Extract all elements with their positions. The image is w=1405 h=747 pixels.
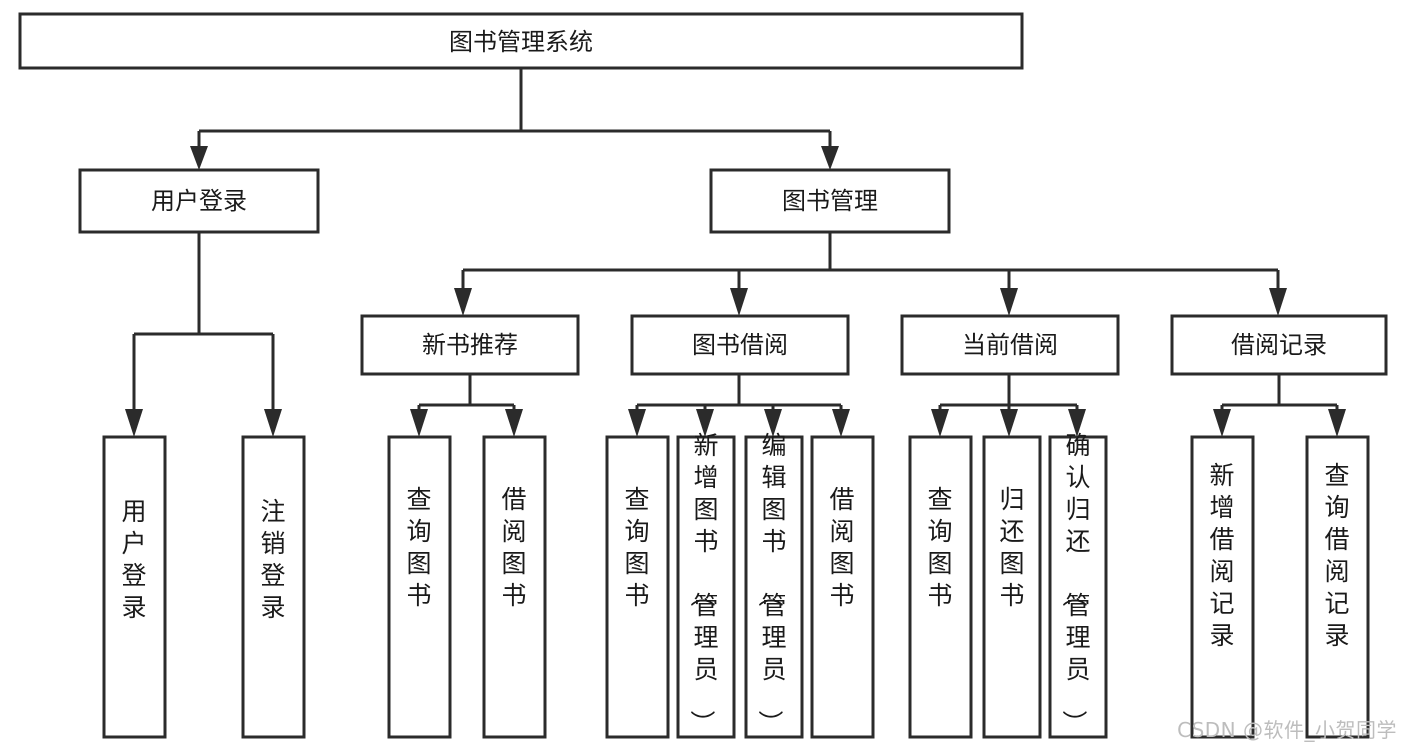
leaf-bookborrow-borrow-book-box: [810, 435, 875, 739]
leaf-newbook-borrow-book-label: 借阅图书: [501, 485, 526, 610]
leaf-currentborrow-query-book-label: 查询图书: [927, 485, 952, 610]
node-user-login[interactable]: 用户登录: [78, 168, 320, 234]
node-current-borrow[interactable]: 当前借阅: [900, 314, 1120, 376]
arrow-bookborrow-leaf-1: [628, 409, 646, 437]
leaf-borrowrecord-query-record-box: [1305, 435, 1370, 739]
node-root-system-box: [18, 12, 1024, 70]
leaf-borrowrecord-query-record[interactable]: 查询借阅记录: [1305, 435, 1370, 739]
arrow-to-book-manage: [821, 146, 839, 170]
node-current-borrow-box: [900, 314, 1120, 376]
arrow-to-borrow-record: [1269, 288, 1287, 316]
arrow-to-book-borrow: [730, 288, 748, 316]
node-book-manage[interactable]: 图书管理: [709, 168, 951, 234]
leaf-user-login-label: 用户登录: [121, 497, 146, 622]
leaf-bookborrow-edit-book[interactable]: 编辑图书（管理员）: [744, 431, 804, 739]
leaf-bookborrow-query-book-label: 查询图书: [624, 485, 649, 610]
arrow-newbook-leaf-2: [505, 409, 523, 437]
leaf-bookborrow-add-book-label: 新增图书（管理员）: [687, 431, 718, 735]
leaf-currentborrow-confirm-return-label: 确认归还（管理员）: [1059, 431, 1090, 735]
arrow-currentborrow-leaf-2: [1000, 409, 1018, 437]
arrow-borrowrecord-leaf-2: [1328, 409, 1346, 437]
node-root-system[interactable]: 图书管理系统: [18, 12, 1024, 70]
node-book-manage-label: 图书管理: [782, 187, 878, 215]
node-new-book-recommend-label: 新书推荐: [422, 331, 518, 359]
arrow-to-new-book: [454, 288, 472, 316]
leaf-bookborrow-query-book-box: [605, 435, 670, 739]
arrow-bookborrow-leaf-3: [764, 409, 782, 437]
leaf-logout-box: [241, 435, 306, 739]
leaf-newbook-query-book-box: [387, 435, 452, 739]
node-borrow-record-label: 借阅记录: [1231, 331, 1327, 359]
node-current-borrow-label: 当前借阅: [962, 331, 1058, 359]
leaf-borrowrecord-add-record-label: 新增借阅记录: [1209, 461, 1234, 650]
leaf-bookborrow-borrow-book-label: 借阅图书: [829, 485, 854, 610]
leaf-bookborrow-edit-book-box: [744, 435, 804, 739]
leaf-newbook-borrow-book[interactable]: 借阅图书: [482, 435, 547, 739]
arrow-bookborrow-leaf-4: [832, 409, 850, 437]
leaf-user-login[interactable]: 用户登录: [102, 435, 167, 739]
csdn-watermark: CSDN @软件_小贺同学: [1177, 718, 1397, 742]
leaf-logout[interactable]: 注销登录: [241, 435, 306, 739]
arrow-to-user-login: [190, 146, 208, 170]
leaf-newbook-query-book[interactable]: 查询图书: [387, 435, 452, 739]
node-root-system-label: 图书管理系统: [449, 28, 593, 56]
node-book-borrow-box: [630, 314, 850, 376]
node-new-book-recommend[interactable]: 新书推荐: [360, 314, 580, 376]
node-new-book-recommend-box: [360, 314, 580, 376]
connector-layer: [125, 68, 1346, 437]
arrow-currentborrow-leaf-1: [931, 409, 949, 437]
node-book-borrow-label: 图书借阅: [692, 331, 788, 359]
node-book-borrow[interactable]: 图书借阅: [630, 314, 850, 376]
leaf-borrowrecord-add-record[interactable]: 新增借阅记录: [1190, 435, 1255, 739]
leaf-borrowrecord-query-record-label: 查询借阅记录: [1324, 461, 1349, 650]
leaf-bookborrow-add-book-box: [676, 435, 736, 739]
leaf-currentborrow-return-book-box: [982, 435, 1042, 739]
leaf-currentborrow-return-book-label: 归还图书: [999, 485, 1024, 610]
arrow-currentborrow-leaf-3: [1068, 409, 1086, 437]
leaf-bookborrow-query-book[interactable]: 查询图书: [605, 435, 670, 739]
leaf-bookborrow-add-book[interactable]: 新增图书（管理员）: [676, 431, 736, 739]
arrow-to-current-borrow: [1000, 288, 1018, 316]
node-borrow-record[interactable]: 借阅记录: [1170, 314, 1388, 376]
arrow-newbook-leaf-1: [410, 409, 428, 437]
arrow-leaf-user-login: [125, 409, 143, 437]
leaf-user-login-box: [102, 435, 167, 739]
leaf-bookborrow-edit-book-label: 编辑图书（管理员）: [755, 431, 786, 735]
leaf-currentborrow-query-book[interactable]: 查询图书: [908, 435, 973, 739]
leaf-bookborrow-borrow-book[interactable]: 借阅图书: [810, 435, 875, 739]
arrow-bookborrow-leaf-2: [696, 409, 714, 437]
leaf-currentborrow-return-book[interactable]: 归还图书: [982, 435, 1042, 739]
node-user-login-label: 用户登录: [151, 187, 247, 215]
node-user-login-box: [78, 168, 320, 234]
leaf-newbook-borrow-book-box: [482, 435, 547, 739]
leaf-currentborrow-confirm-return-box: [1048, 435, 1108, 739]
leaf-currentborrow-query-book-box: [908, 435, 973, 739]
arrow-borrowrecord-leaf-1: [1213, 409, 1231, 437]
node-book-manage-box: [709, 168, 951, 234]
leaf-newbook-query-book-label: 查询图书: [406, 485, 431, 610]
leaf-logout-label: 注销登录: [260, 497, 285, 622]
leaf-borrowrecord-add-record-box: [1190, 435, 1255, 739]
arrow-leaf-logout: [264, 409, 282, 437]
node-borrow-record-box: [1170, 314, 1388, 376]
leaf-currentborrow-confirm-return[interactable]: 确认归还（管理员）: [1048, 431, 1108, 739]
